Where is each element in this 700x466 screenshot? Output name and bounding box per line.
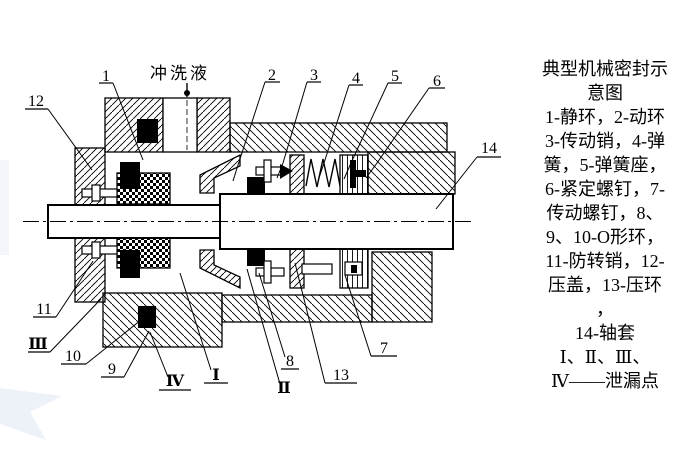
leader-line-10 (85, 319, 142, 365)
drive-pin-bottom-cross (263, 260, 272, 284)
legend-line: 意图 (587, 83, 623, 103)
o-ring-bottom-gland (138, 306, 156, 328)
legend-line: 典型机械密封示 (542, 59, 668, 79)
leader-line-Ⅲ (49, 298, 102, 353)
drive-pin-top-arrow (280, 164, 293, 179)
legend-line: Ⅰ、Ⅱ、Ⅲ、 (559, 347, 651, 367)
rotating-ring-bottom (199, 249, 241, 290)
housing-bottom-left-block (102, 292, 223, 348)
part-label-Ⅲ: Ⅲ (28, 336, 47, 353)
leader-line-14 (435, 156, 478, 210)
leader-line-Ⅰ (179, 272, 212, 371)
legend-line: 14-轴套 (575, 323, 635, 343)
part-label-6: 6 (433, 73, 441, 90)
legend-line: ， (596, 299, 614, 319)
o-ring-top-gland (137, 119, 158, 143)
leader-line-11 (55, 260, 94, 318)
clamp-ring-slot (301, 263, 333, 275)
stationary-ring-top (120, 162, 140, 189)
part-label-1: 1 (102, 68, 110, 85)
part-label-5: 5 (391, 68, 399, 85)
leader-line-7 (344, 274, 372, 357)
flush-inlet-callout: 冲洗液 (150, 64, 210, 97)
flush-port (162, 97, 198, 153)
part-label-2: 2 (268, 67, 276, 84)
drive-pin-top-cross (263, 159, 272, 183)
flush-label: 冲洗液 (150, 64, 210, 83)
legend-line: 压盖，13-压环 (548, 275, 662, 295)
part-label-10: 10 (65, 348, 81, 365)
leader-line-1 (112, 82, 144, 161)
legend-line: 6-紧定螺钉，7- (545, 179, 665, 199)
part-label-3: 3 (310, 67, 318, 84)
rotating-ring-top (199, 153, 241, 194)
leader-line-6 (365, 87, 430, 179)
leader-line-4 (317, 84, 350, 182)
part-label-14: 14 (481, 140, 497, 157)
flush-port-channel (162, 97, 198, 153)
leader-line-Ⅳ (149, 331, 169, 378)
legend-line: 3-传动销，4-弹 (545, 131, 665, 151)
anti-rotation-pins (81, 184, 118, 259)
part-label-7: 7 (380, 340, 388, 357)
o-ring-top-sleeve (247, 177, 265, 194)
part-label-12: 12 (28, 93, 44, 110)
leader-line-Ⅱ (246, 268, 281, 385)
housing-and-gland (74, 97, 456, 348)
legend-line: 簧，5-弹簧座， (543, 155, 667, 175)
flush-arrow-dot (184, 90, 190, 96)
legend-line: 9、10-O形环， (546, 227, 664, 247)
part-label-4: 4 (352, 70, 360, 87)
part-label-Ⅳ: Ⅳ (166, 373, 185, 390)
leader-line-12 (47, 108, 93, 171)
part-label-9: 9 (108, 361, 116, 378)
seal-chamber-bottom-wall (221, 294, 373, 323)
leader-line-9 (123, 330, 150, 378)
leader-line-5 (343, 82, 389, 180)
leader-line-3 (276, 81, 308, 179)
anti-rotation-pin-bottom-cross (91, 241, 101, 259)
part-label-13: 13 (333, 367, 349, 384)
legend-line: 1-静环，2-动环 (545, 107, 665, 127)
set-screw-top-head (356, 170, 366, 177)
leader-line-13 (294, 262, 326, 384)
legend-line: 11-防转销，12- (545, 251, 665, 271)
legend-line: Ⅳ——泄漏点 (551, 371, 659, 391)
leader-line-2 (232, 81, 266, 182)
legend-line: 传动螺钉，8、 (546, 203, 664, 223)
leader-line-8 (258, 272, 286, 358)
stationary-ring-bottom (120, 250, 140, 278)
housing-top-block (196, 97, 231, 153)
corner-tint-shape (0, 388, 62, 440)
legend-panel: 典型机械密封示意图 1-静环，2-动环 3-传动销，4-弹簧，5-弹簧座， 6-紧定螺… (511, 57, 699, 393)
housing-right-wall-top (367, 151, 456, 195)
edge-tint-shape (0, 160, 9, 255)
set-screw-top (350, 160, 356, 188)
seal-chamber-top-wall (229, 122, 448, 153)
part-label-11: 11 (36, 301, 51, 318)
part-label-8: 8 (286, 353, 294, 370)
background-tints (0, 160, 62, 440)
ring-holder-top (289, 154, 305, 195)
drive-screw-bottom-core (351, 265, 357, 273)
part-label-Ⅱ: Ⅱ (277, 380, 290, 397)
seal-components-top (116, 119, 369, 205)
spring (305, 158, 341, 188)
part-label-Ⅰ: Ⅰ (212, 367, 219, 384)
seal-components-bottom (116, 237, 369, 328)
housing-right-wall-bottom (371, 251, 433, 323)
o-ring-bottom-sleeve (247, 250, 265, 266)
anti-rotation-pin-top-cross (91, 184, 101, 202)
